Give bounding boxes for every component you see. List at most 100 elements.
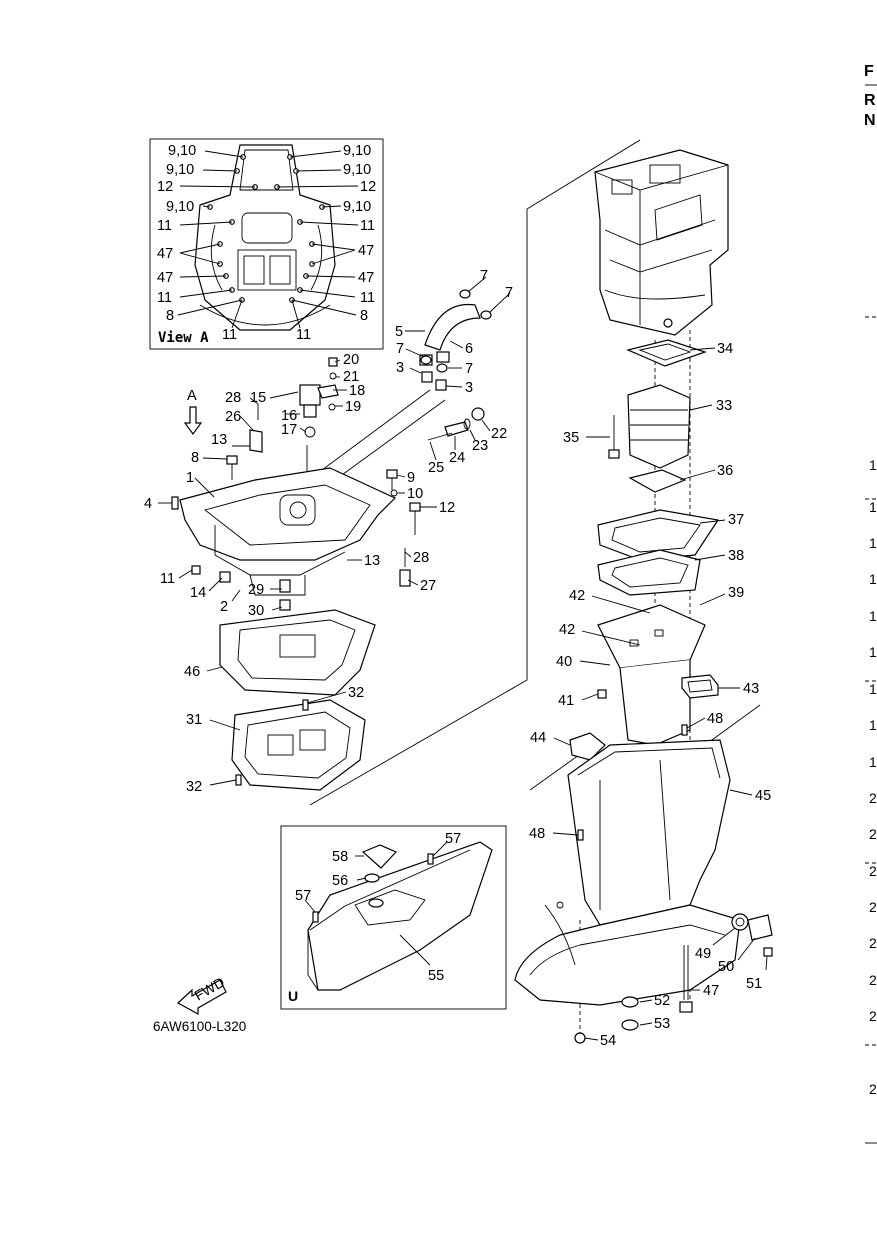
- callout-15: 15: [250, 390, 266, 406]
- view-a-frame: [149, 138, 384, 350]
- callout-42: 42: [569, 588, 585, 604]
- seal-44: [569, 732, 606, 761]
- view-a-label: 12: [157, 179, 173, 195]
- inset-u: U: [280, 825, 507, 1010]
- callout-4: 4: [144, 496, 152, 512]
- edge-digit: 1: [869, 535, 877, 551]
- callout-28: 28: [413, 550, 429, 566]
- callout-13: 13: [364, 553, 380, 569]
- callout-leaders: [158, 276, 768, 1041]
- grommet-49: [731, 913, 749, 931]
- callout-50: 50: [718, 959, 734, 975]
- edge-digit: 2: [869, 935, 877, 951]
- bolt-51: [763, 947, 773, 957]
- callout-28: 28: [225, 390, 241, 406]
- callout-57: 57: [295, 888, 311, 904]
- callout-24: 24: [449, 450, 465, 466]
- callout-54: 54: [600, 1033, 616, 1049]
- callout-52: 52: [654, 993, 670, 1009]
- view-a-label: 8: [360, 308, 368, 324]
- gasket-37: [597, 509, 720, 561]
- exhaust-guide-assy: [171, 289, 492, 611]
- callout-30: 30: [248, 603, 264, 619]
- muffler-33: [608, 384, 691, 469]
- callout-26: 26: [225, 409, 241, 425]
- down-arrow-icon: [183, 406, 203, 436]
- callout-7: 7: [480, 268, 488, 284]
- callout-34: 34: [717, 341, 733, 357]
- view-a-label: 9,10: [166, 162, 194, 178]
- callout-51: 51: [746, 976, 762, 992]
- view-a-label: 11: [360, 218, 375, 234]
- callout-5: 5: [395, 324, 403, 340]
- callout-14: 14: [190, 585, 206, 601]
- callout-21: 21: [343, 369, 359, 385]
- callout-39: 39: [728, 585, 744, 601]
- view-a-label: 47: [358, 243, 374, 259]
- callout-25: 25: [428, 460, 444, 476]
- view-a-label: 12: [360, 179, 376, 195]
- callout-8: 8: [191, 450, 199, 466]
- callout-7: 7: [396, 341, 404, 357]
- right-edge-clipped: F R N 1 1 1 1 1 1 1 1 1 2 2 2 2 2 2 2 2: [864, 63, 877, 1144]
- inset-u-title: U: [288, 988, 298, 1004]
- oil-filter: [299, 384, 321, 406]
- apron-55: [307, 841, 493, 991]
- callout-35: 35: [563, 430, 579, 446]
- view-a-inset: 9,10 9,10 9,10 9,10 12 12 9,10 9,10 11 1…: [149, 138, 384, 350]
- edge-letter: F: [864, 63, 874, 80]
- rubber-43: [681, 674, 719, 699]
- callout-53: 53: [654, 1016, 670, 1032]
- view-a-label: 11: [222, 327, 237, 343]
- hose-assy: [419, 289, 492, 391]
- callout-31: 31: [186, 712, 202, 728]
- fwd-arrow-icon: [176, 979, 227, 1016]
- plate-50: [747, 914, 773, 941]
- callout-43: 43: [743, 681, 759, 697]
- upper-case-45: [514, 724, 741, 1006]
- inset-u-frame: [280, 825, 507, 1010]
- edge-letter: R: [864, 92, 876, 109]
- callout-9: 9: [407, 470, 415, 486]
- callout-57: 57: [445, 831, 461, 847]
- callout-55: 55: [428, 968, 444, 984]
- edge-digit: 1: [869, 608, 877, 624]
- edge-digit: 1: [869, 681, 877, 697]
- callout-44: 44: [530, 730, 546, 746]
- callout-27: 27: [420, 578, 436, 594]
- edge-digit: 2: [869, 972, 877, 988]
- callout-16: 16: [281, 408, 297, 424]
- callout-46: 46: [184, 664, 200, 680]
- edge-digit: 2: [869, 1081, 877, 1097]
- view-a-label: 9,10: [168, 143, 196, 159]
- edge-digit: 2: [869, 863, 877, 879]
- edge-digit: 2: [869, 899, 877, 915]
- callout-7: 7: [465, 361, 473, 377]
- callout-23: 23: [472, 438, 488, 454]
- view-a-label: 9,10: [343, 199, 371, 215]
- gasket-38: [597, 549, 701, 596]
- view-a-labels: 9,10 9,10 9,10 9,10 12 12 9,10 9,10 11 1…: [157, 143, 376, 346]
- edge-digit: 1: [869, 754, 877, 770]
- callout-32: 32: [186, 779, 202, 795]
- edge-digit: 2: [869, 1008, 877, 1024]
- view-a-label: 8: [166, 308, 174, 324]
- view-a-housing: [194, 144, 336, 331]
- view-a-label: 11: [157, 290, 172, 306]
- callout-58: 58: [332, 849, 348, 865]
- callout-3: 3: [465, 380, 473, 396]
- callout-17: 17: [281, 422, 297, 438]
- diagram-code: 6AW6100-L320: [153, 1019, 246, 1034]
- view-a-label: 47: [157, 246, 173, 262]
- callout-2: 2: [220, 599, 228, 615]
- callout-11: 11: [160, 571, 175, 587]
- view-a-title: View A: [158, 330, 209, 346]
- view-a-label: 47: [157, 270, 173, 286]
- callout-12: 12: [439, 500, 455, 516]
- grommet-56: [364, 873, 380, 883]
- callout-38: 38: [728, 548, 744, 564]
- callout-13: 13: [211, 432, 227, 448]
- view-a-label: 11: [157, 218, 172, 234]
- fwd-arrow: FWD: [176, 974, 227, 1016]
